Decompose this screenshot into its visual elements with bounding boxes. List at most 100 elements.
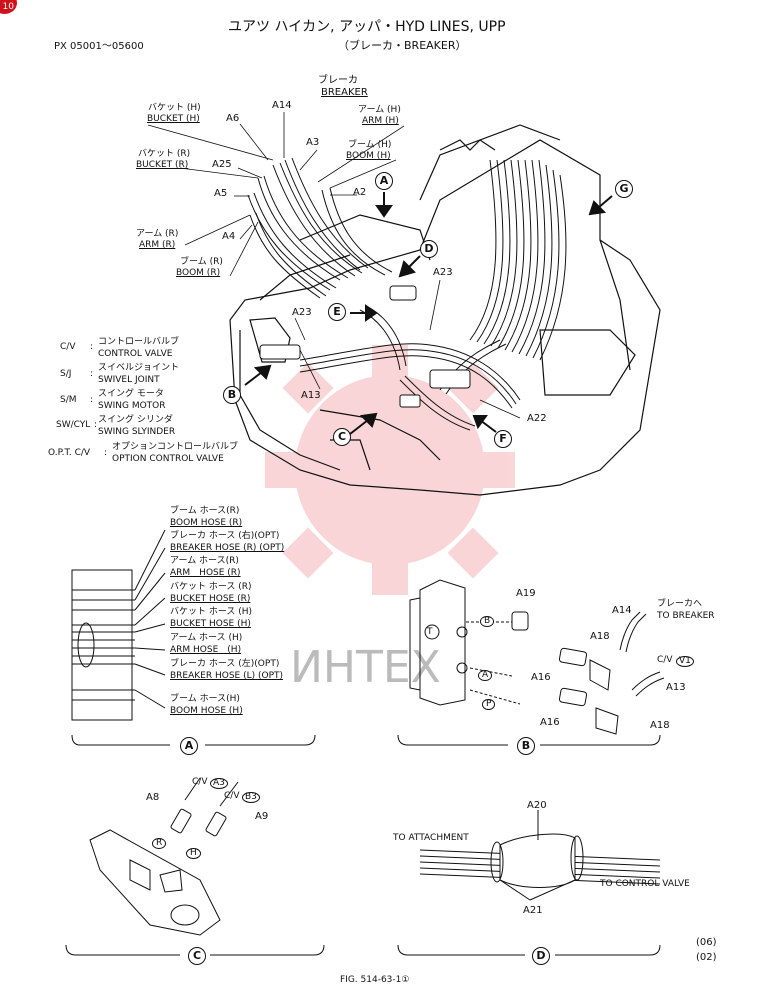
b-port-p: P — [482, 699, 496, 710]
b-port-a: A — [478, 670, 493, 681]
b-label-a16-top: A16 — [531, 672, 551, 683]
hose-label-en: BUCKET HOSE (R) — [170, 594, 251, 604]
legend-en: OPTION CONTROL VALVE — [112, 454, 224, 464]
c-label-cv2-port: B3 — [242, 792, 260, 803]
hose-label-jp: ブーム ホース(H) — [170, 694, 240, 704]
c-label-a8: A8 — [146, 792, 160, 803]
label-a14: A14 — [272, 100, 292, 111]
label-arm-r-en: ARM (R) — [139, 240, 176, 250]
label-boom-r-en: BOOM (R) — [176, 268, 221, 278]
legend-en: SWING MOTOR — [98, 401, 166, 411]
hose-label-en: BUCKET HOSE (H) — [170, 619, 251, 629]
watermark-gear-icon — [265, 345, 515, 595]
hose-label-jp: ブレーカ ホース (左)(OPT) — [170, 659, 280, 669]
d-label-to-attachment: TO ATTACHMENT — [393, 833, 469, 843]
c-label-cv1: C/V — [192, 777, 208, 787]
c-label-a9: A9 — [255, 811, 269, 822]
c-port-r: R — [152, 838, 167, 849]
b-label-a16-bottom: A16 — [540, 717, 560, 728]
label-a23-left: A23 — [292, 307, 312, 318]
label-arm-r-jp: アーム (R) — [136, 229, 179, 239]
b-port-b: B — [480, 616, 495, 627]
callout-g: G — [615, 180, 633, 198]
callout-f: F — [494, 430, 512, 448]
callout-c: C — [333, 428, 351, 446]
b-label-a13: A13 — [666, 682, 686, 693]
hose-label-en: ARM HOSE (R) — [170, 568, 241, 578]
legend-jp: オプションコントロールバルブ — [112, 442, 239, 452]
hose-label-en: BREAKER HOSE (R) (OPT) — [170, 543, 285, 553]
b-to-breaker-jp: ブレーカへ — [657, 599, 703, 609]
legend-abbr: O.P.T. C/V — [48, 448, 91, 458]
label-a4: A4 — [222, 231, 236, 242]
hose-label-en: BOOM HOSE (R) — [170, 518, 243, 528]
legend-jp: スイング シリンダ — [98, 415, 173, 425]
legend-abbr: SW/CYL — [56, 420, 91, 430]
b-label-a18-top: A18 — [590, 631, 610, 642]
page-badge: 10 — [0, 0, 17, 14]
b-label-cv-port: V1 — [676, 656, 694, 667]
label-a25: A25 — [212, 159, 232, 170]
callout-e: E — [328, 303, 346, 321]
label-boom-h-jp: ブーム (H) — [348, 140, 392, 150]
legend-jp: スイング モータ — [98, 389, 164, 399]
d-label-a20: A20 — [527, 800, 547, 811]
label-bucket-h-en: BUCKET (H) — [147, 114, 200, 124]
footer-code2: (02) — [696, 952, 717, 963]
c-label-cv2: C/V — [224, 791, 240, 801]
detail-c-title: C — [188, 947, 206, 965]
label-a5: A5 — [214, 188, 228, 199]
d-label-to-control-valve: TO CONTROL VALVE — [600, 879, 690, 889]
label-breaker-jp: ブレーカ — [318, 75, 358, 86]
label-a3: A3 — [306, 137, 320, 148]
label-arm-h-en: ARM (H) — [362, 116, 399, 126]
legend-en: SWIVEL JOINT — [98, 375, 160, 385]
hose-label-en: BOOM HOSE (H) — [170, 706, 243, 716]
footer-fig: FIG. 514-63-1① — [340, 975, 410, 985]
callout-d: D — [420, 240, 438, 258]
detail-d-title: D — [532, 947, 550, 965]
legend-abbr: C/V — [60, 342, 76, 352]
watermark-text: ИНТЕХ — [290, 642, 441, 693]
hose-label-jp: ブレーカ ホース (右)(OPT) — [170, 531, 280, 541]
model-range: PX 05001～05600 — [54, 41, 144, 52]
label-bucket-r-jp: バケット (R) — [138, 149, 191, 159]
b-port-t: T — [427, 627, 433, 637]
detail-d-drawing — [397, 810, 661, 956]
label-a13: A13 — [301, 390, 321, 401]
legend-jp: スイベルジョイント — [98, 363, 180, 373]
label-a23-right: A23 — [433, 267, 453, 278]
label-boom-h-en: BOOM (H) — [346, 151, 391, 161]
d-label-a21: A21 — [523, 905, 543, 916]
page-subtitle: （ブレーカ・BREAKER） — [338, 39, 467, 52]
legend-en: CONTROL VALVE — [98, 349, 173, 359]
b-label-a19: A19 — [516, 588, 536, 599]
hose-label-en: BREAKER HOSE (L) (OPT) — [170, 671, 284, 681]
detail-a-title: A — [180, 737, 198, 755]
detail-b-title: B — [517, 737, 535, 755]
callout-b: B — [223, 386, 241, 404]
hose-label-jp: アーム ホース (H) — [170, 633, 243, 643]
detail-c-drawing — [65, 777, 325, 956]
c-port-h: H — [186, 848, 201, 859]
callout-a: A — [375, 172, 393, 190]
footer-code1: (06) — [696, 937, 717, 948]
label-a6: A6 — [226, 113, 240, 124]
legend-jp: コントロールバルブ — [98, 337, 180, 347]
hose-label-en: ARM HOSE (H) — [170, 645, 242, 655]
label-boom-r-jp: ブーム (R) — [180, 257, 223, 267]
hose-label-jp: バケット ホース (H) — [170, 607, 253, 617]
detail-b-drawing — [397, 579, 665, 746]
hose-label-jp: ブーム ホース(R) — [170, 506, 240, 516]
b-to-breaker-en: TO BREAKER — [657, 611, 715, 621]
legend-abbr: S/J — [60, 369, 72, 379]
legend-en: SWING SLYINDER — [98, 427, 176, 437]
hose-label-jp: バケット ホース (R) — [170, 582, 252, 592]
b-label-a14: A14 — [612, 605, 632, 616]
label-a22: A22 — [527, 413, 547, 424]
label-bucket-h-jp: バケット (H) — [148, 103, 201, 113]
page-title: ユアツ ハイカン, アッパ・HYD LINES, UPP — [228, 19, 506, 35]
label-breaker-en: BREAKER — [321, 87, 368, 98]
c-label-cv1-port: A3 — [210, 778, 228, 789]
